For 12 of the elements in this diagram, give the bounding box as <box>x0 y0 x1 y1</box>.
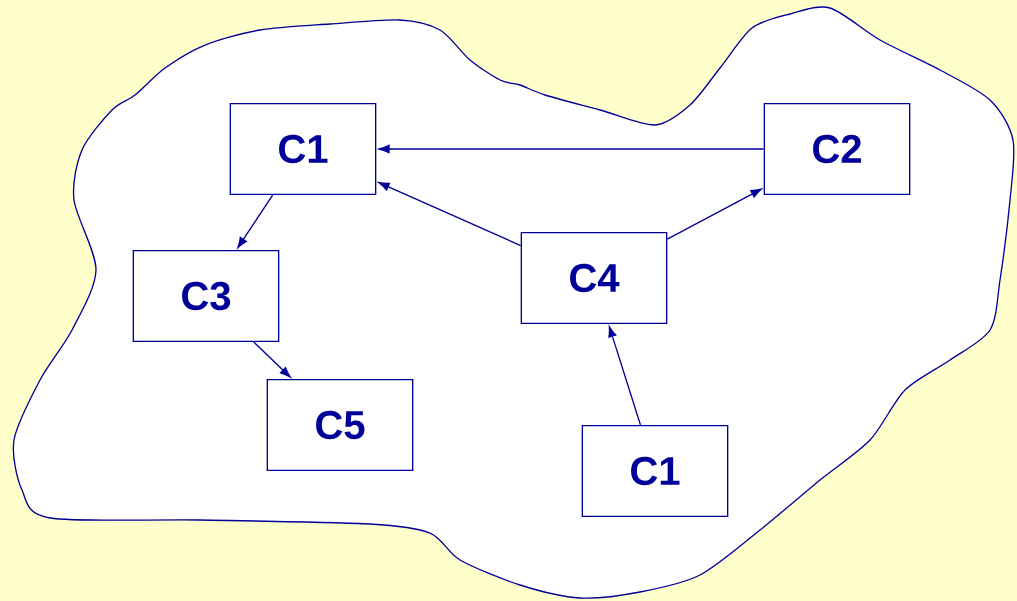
class-box: C4 <box>520 232 668 324</box>
arrow <box>378 144 765 154</box>
arrow <box>666 188 762 240</box>
class-box: C3 <box>132 250 280 342</box>
class-box: C1 <box>581 425 729 517</box>
class-box: C1 <box>229 103 377 195</box>
class-box: C2 <box>763 103 911 195</box>
arrow <box>608 326 642 426</box>
arrow <box>253 341 291 378</box>
arrow <box>237 194 274 249</box>
class-box: C5 <box>266 379 414 471</box>
arrow <box>378 182 522 247</box>
